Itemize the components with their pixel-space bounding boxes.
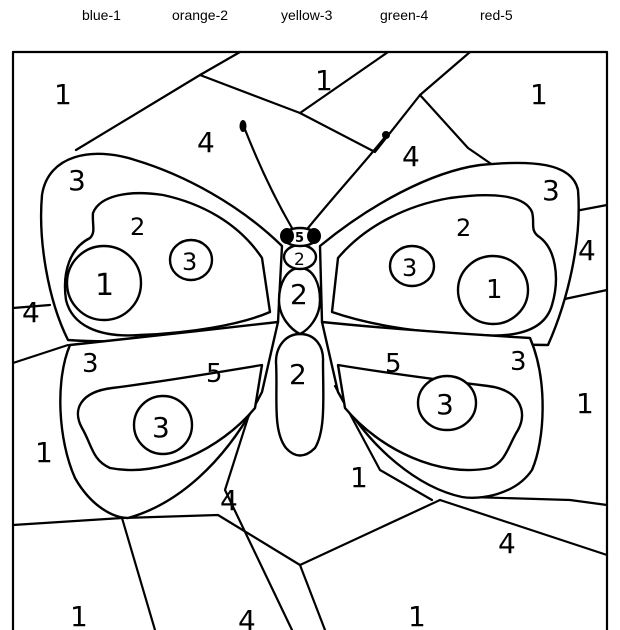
num-bg-bottom-1a: 1: [70, 600, 88, 630]
num-bg-bottom-4: 4: [238, 604, 256, 630]
num-bg-top-mid: 1: [315, 64, 333, 97]
num-bg-left-1: 1: [35, 436, 53, 469]
abdomen: [274, 332, 325, 457]
num-ur-spot-big: 1: [486, 275, 503, 305]
num-ul-wing-inner: 2: [130, 213, 145, 241]
num-neck: 2: [294, 250, 305, 270]
num-bg-bottom-1b: 1: [408, 600, 426, 630]
legend-orange: orange-2: [172, 7, 229, 23]
legend-red: red-5: [480, 7, 513, 23]
num-thorax: 2: [290, 278, 308, 311]
num-ur-spot-small: 3: [402, 254, 417, 282]
num-lr-spot: 3: [436, 388, 454, 421]
num-ul-wing-edge: 3: [68, 164, 86, 197]
num-bg-top-right: 1: [530, 78, 548, 111]
num-abdomen: 2: [289, 358, 307, 391]
lower-left-wing: [59, 320, 280, 520]
num-ll-wing-edge: 3: [82, 349, 99, 379]
num-ul-spot-small: 3: [182, 248, 197, 276]
num-bg-bottom-left-4: 4: [220, 484, 238, 517]
num-ur-wing-edge: 3: [542, 174, 560, 207]
eye-right-icon: [307, 228, 321, 244]
antenna-tip-left-icon: [239, 120, 247, 132]
antenna-tip-right-icon: [382, 131, 390, 139]
num-bg-top-left: 1: [54, 78, 72, 111]
num-bg-right-1: 1: [576, 387, 594, 420]
num-head: 5: [295, 231, 304, 246]
butterfly-body: [274, 226, 325, 457]
num-lr-wing-edge: 3: [510, 347, 527, 377]
region-numbers: 1 1 1 4 4 4 4 1 1 4 1 4 1 4 1 5 2 2 2 3 …: [22, 64, 596, 630]
color-legend: blue-1 orange-2 yellow-3 green-4 red-5: [0, 0, 620, 40]
legend-blue: blue-1: [82, 7, 121, 23]
num-ur-wing-inner: 2: [456, 214, 471, 242]
num-lr-wing-inner: 5: [385, 349, 402, 379]
num-ll-wing-inner: 5: [206, 359, 223, 389]
eye-left-icon: [280, 228, 294, 244]
thorax: [277, 266, 322, 336]
page-frame: [11, 50, 609, 630]
num-bg-left-4: 4: [22, 296, 40, 329]
num-ll-spot: 3: [152, 411, 170, 444]
upper-right-wing: [318, 161, 580, 347]
lower-right-wing: [320, 320, 544, 499]
num-bg-upper-left-4: 4: [197, 126, 215, 159]
legend-green: green-4: [380, 7, 429, 23]
num-bg-bottom-center-1: 1: [350, 461, 368, 494]
num-bg-right-4: 4: [578, 234, 596, 267]
legend-yellow: yellow-3: [281, 7, 333, 23]
num-bg-bottom-right-4: 4: [498, 527, 516, 560]
antennae: [239, 120, 390, 230]
num-bg-upper-right-4: 4: [402, 140, 420, 173]
num-ul-spot-big: 1: [95, 268, 114, 303]
